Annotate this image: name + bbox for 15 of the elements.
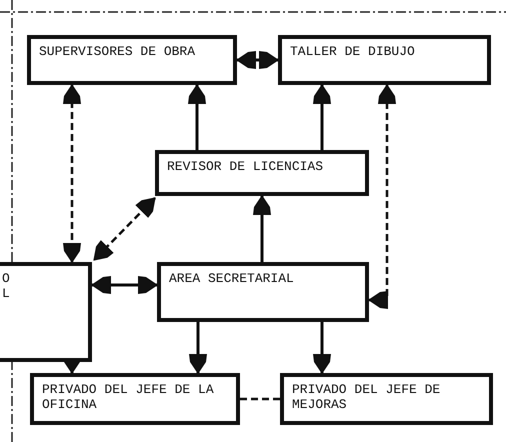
box-label: AREA SECRETARIAL bbox=[169, 272, 295, 287]
box-label: TALLER DE DIBUJO bbox=[290, 45, 416, 60]
box-label: PRIVADO DEL JEFE DE MEJORAS bbox=[292, 383, 442, 413]
box-label: SUPERVISORES DE OBRA bbox=[39, 45, 196, 60]
process-box bbox=[280, 373, 493, 425]
process-box bbox=[157, 262, 369, 322]
process-box bbox=[278, 35, 491, 85]
process-box bbox=[27, 35, 237, 85]
box-label: L bbox=[2, 286, 11, 302]
process-box bbox=[0, 262, 92, 362]
box-label: PRIVADO DEL JEFE DE LA OFICINA bbox=[42, 383, 215, 413]
process-box bbox=[30, 373, 240, 425]
box-label: O bbox=[2, 272, 11, 287]
process-box bbox=[155, 150, 369, 196]
box-label: REVISOR DE LICENCIAS bbox=[167, 160, 324, 175]
